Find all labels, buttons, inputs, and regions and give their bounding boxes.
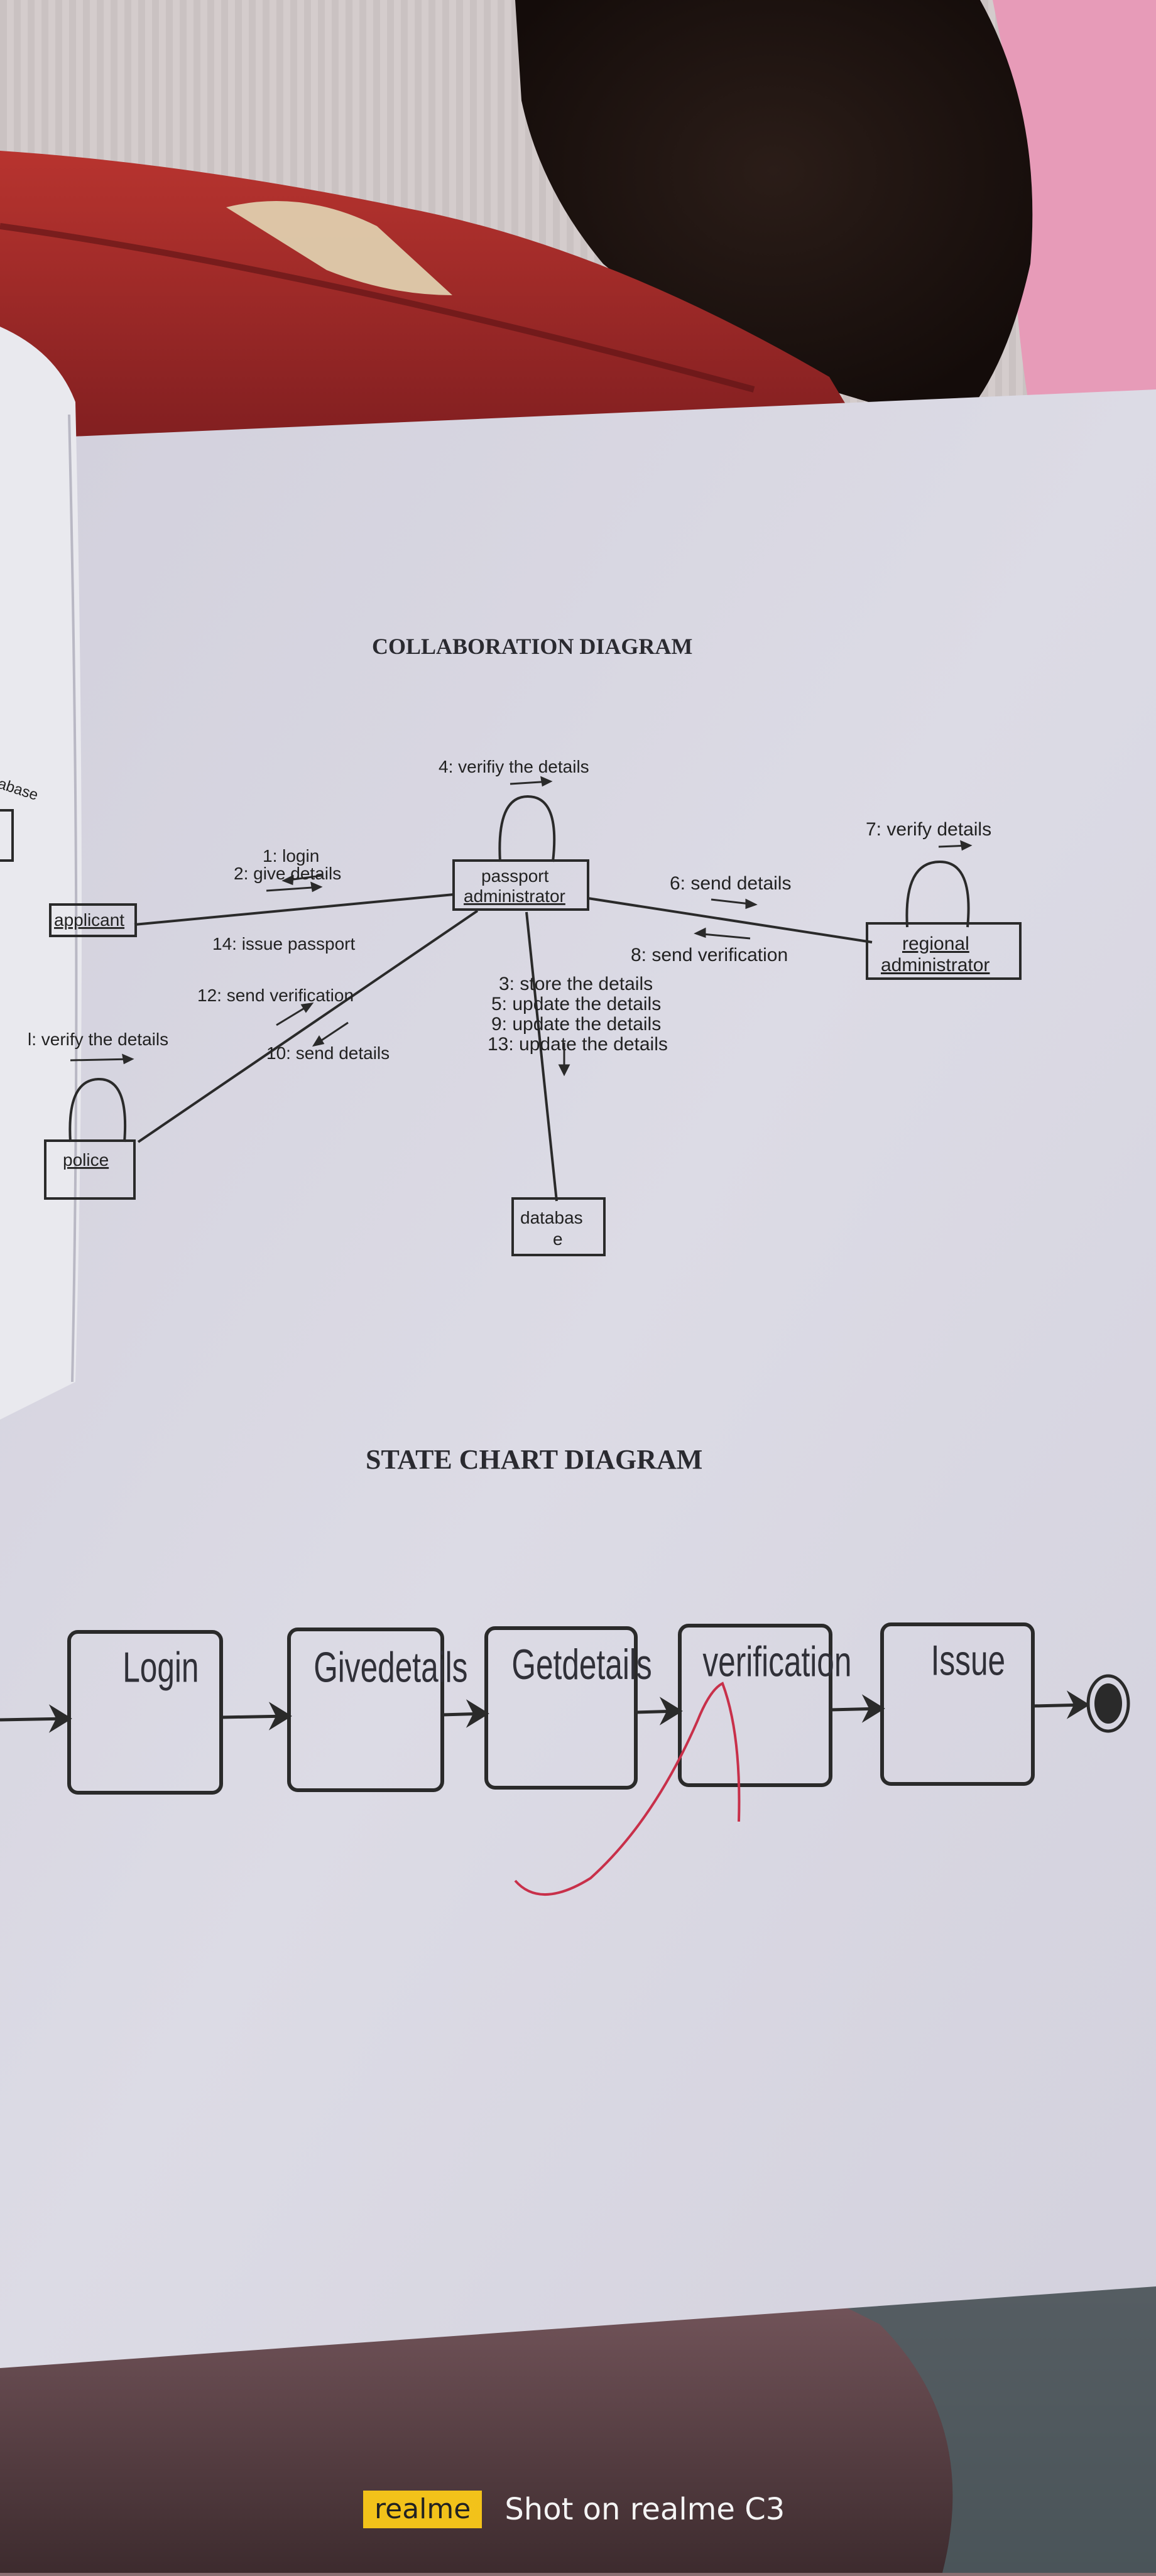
pink-cloth bbox=[993, 0, 1156, 415]
self-loop-regional bbox=[905, 860, 970, 928]
msg-2: 2: give details bbox=[234, 864, 341, 883]
collab-object-labels: applicant passport administrator regiona… bbox=[0, 775, 990, 1249]
link-admin-regional bbox=[587, 897, 873, 943]
state-login-label: Login bbox=[123, 1643, 199, 1692]
transition-givedetails-getdetails bbox=[442, 1699, 489, 1728]
arrow-m2 bbox=[266, 881, 323, 893]
applicant-label: applicant bbox=[54, 910, 124, 930]
collab-objects bbox=[0, 809, 1022, 1256]
msg-9: 9: update the details bbox=[491, 1014, 661, 1035]
blue-cloth bbox=[754, 2236, 1156, 2573]
state-transitions bbox=[0, 1690, 1090, 1733]
database-label-1: databas bbox=[520, 1208, 583, 1227]
state-boxes bbox=[67, 1622, 1035, 1795]
police-box bbox=[44, 1139, 136, 1200]
arrow-m10 bbox=[312, 1021, 349, 1047]
state-getdetails-box bbox=[484, 1626, 638, 1790]
msg-4: 4: verifiy the details bbox=[439, 757, 589, 776]
paper-sheet bbox=[0, 389, 1156, 2368]
message-arrows bbox=[70, 776, 973, 1077]
link-applicant-admin bbox=[134, 893, 454, 926]
transition-issue-end bbox=[1032, 1690, 1090, 1719]
collab-message-labels: 4: verifiy the details 7: verify details… bbox=[28, 757, 991, 1063]
arrow-m12 bbox=[276, 1003, 314, 1026]
camera-watermark: realme Shot on realme C3 bbox=[363, 2490, 785, 2529]
state-verification-label: verification bbox=[702, 1638, 851, 1686]
regional-admin-label-2: administrator bbox=[881, 955, 990, 976]
red-pen-tick bbox=[514, 1682, 741, 1896]
msg-7: 7: verify details bbox=[866, 819, 991, 840]
state-labels: Login Givedetails Getdetails verificatio… bbox=[123, 1636, 1005, 1692]
bag-zipper bbox=[0, 223, 755, 393]
state-getdetails-label: Getdetails bbox=[511, 1640, 652, 1688]
page-curl bbox=[0, 327, 82, 1420]
msg-10: 10: send details bbox=[266, 1043, 390, 1063]
transition-verification-issue bbox=[830, 1694, 885, 1723]
arrow-m6 bbox=[711, 898, 758, 910]
passport-admin-box bbox=[452, 859, 589, 911]
self-loop-police bbox=[68, 1077, 127, 1143]
page-curl-edge bbox=[68, 414, 78, 1383]
police-label: police bbox=[63, 1150, 109, 1170]
transition-login-givedetails bbox=[221, 1702, 292, 1731]
state-givedetails-label: Givedetails bbox=[314, 1643, 467, 1692]
final-state-icon bbox=[1086, 1674, 1130, 1733]
passport-admin-label-2: administrator bbox=[464, 886, 565, 906]
database-box bbox=[511, 1197, 606, 1256]
state-issue-label: Issue bbox=[931, 1636, 1006, 1685]
hair bbox=[515, 0, 1033, 427]
state-issue-box bbox=[880, 1622, 1035, 1786]
bag-print bbox=[226, 201, 452, 295]
arrow-m14 bbox=[281, 874, 322, 886]
transition-getdetails-verification bbox=[635, 1697, 683, 1725]
regional-admin-box bbox=[866, 922, 1022, 980]
link-admin-police bbox=[137, 910, 479, 1143]
transition-start-login bbox=[0, 1704, 72, 1733]
arrow-m3 bbox=[558, 1043, 570, 1077]
msg-3: 3: store the details bbox=[499, 974, 653, 994]
msg-13: 13: update the details bbox=[488, 1034, 668, 1055]
arrow-m11 bbox=[70, 1053, 134, 1065]
arrow-m7 bbox=[938, 840, 973, 851]
collab-links bbox=[68, 795, 970, 1202]
msg-6: 6: send details bbox=[670, 873, 791, 894]
msg-11: l: verify the details bbox=[28, 1030, 168, 1049]
arrow-m8 bbox=[694, 927, 751, 940]
watermark-brand: realme bbox=[363, 2491, 483, 2528]
collaboration-diagram-title: COLLABORATION DIAGRAM bbox=[372, 634, 693, 659]
state-verification-box bbox=[678, 1624, 832, 1787]
msg-5: 5: update the details bbox=[491, 994, 661, 1014]
self-loop-admin bbox=[498, 795, 556, 862]
msg-14: 14: issue passport bbox=[212, 934, 355, 954]
link-admin-database bbox=[525, 911, 558, 1202]
msg-8: 8: send verification bbox=[631, 945, 788, 965]
msg-1: 1: login bbox=[263, 846, 319, 866]
regional-admin-label-1: regional bbox=[902, 933, 969, 954]
state-chart-diagram-title: STATE CHART DIAGRAM bbox=[366, 1444, 703, 1475]
msg-12: 12: send verification bbox=[197, 986, 354, 1005]
state-login-box bbox=[67, 1630, 223, 1795]
watermark-text: Shot on realme C3 bbox=[504, 2492, 785, 2527]
arrow-m4 bbox=[510, 776, 553, 787]
database-label-2: e bbox=[553, 1229, 563, 1249]
cut-object-box bbox=[0, 809, 14, 862]
applicant-box bbox=[49, 903, 137, 937]
state-givedetails-box bbox=[287, 1628, 444, 1792]
passport-admin-label-1: passport bbox=[481, 866, 549, 886]
